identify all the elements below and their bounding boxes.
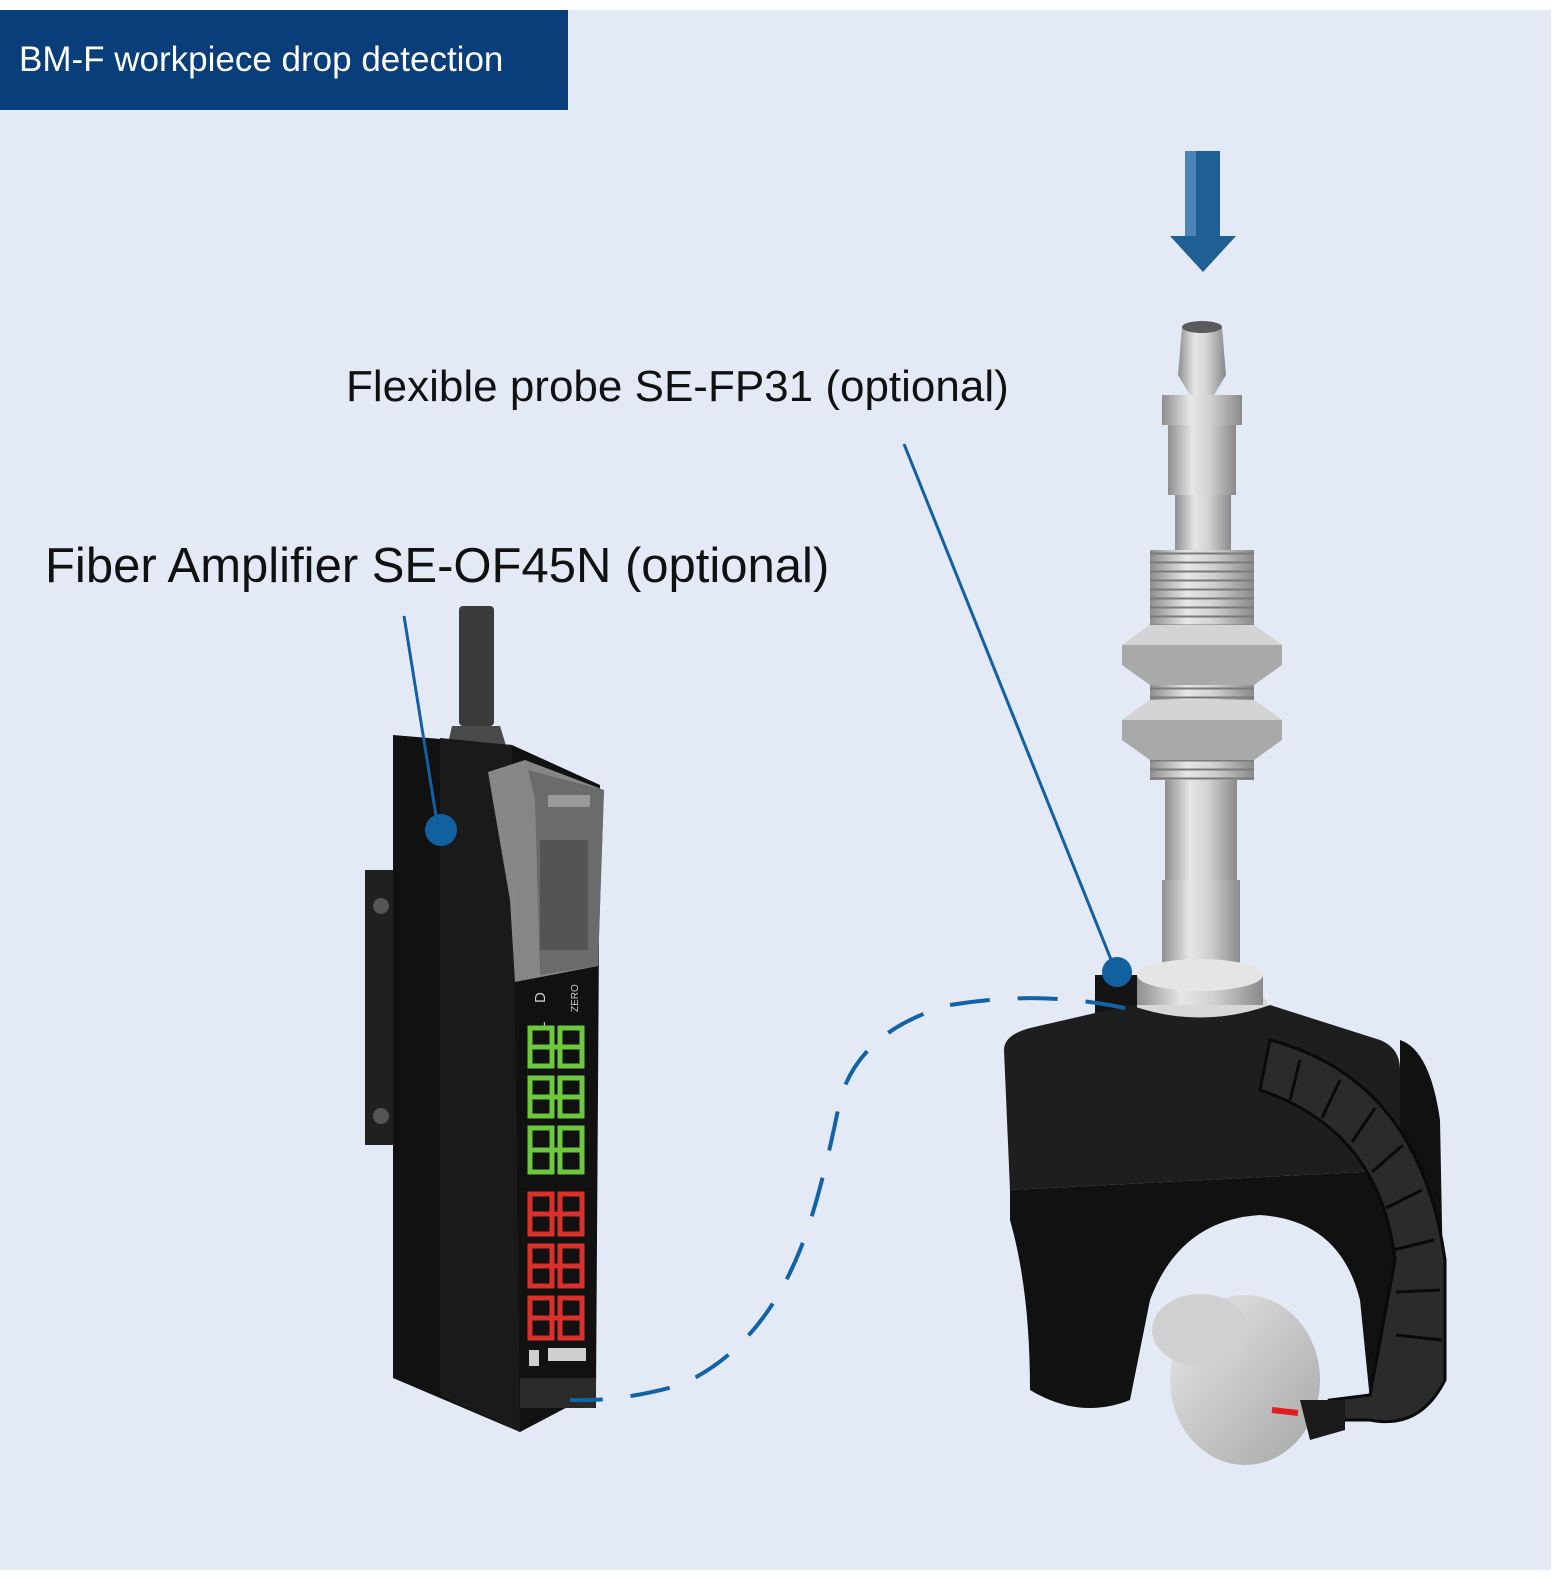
zero-button-label: ZERO xyxy=(570,984,581,1012)
fiber-amplifier: L D ZERO xyxy=(365,606,604,1432)
fiber-cable xyxy=(569,996,1126,1403)
amplifier-cable xyxy=(459,606,494,726)
callout-dot-icon xyxy=(1102,957,1132,987)
diagram-canvas: BM-F workpiece drop detection xyxy=(0,10,1551,1570)
green-display xyxy=(527,1025,585,1175)
amplifier-label: Fiber Amplifier SE-OF45N (optional) xyxy=(45,539,830,593)
title: BM-F workpiece drop detection xyxy=(19,40,504,79)
workpiece-cylinder xyxy=(1152,1294,1320,1465)
product-illustration: L D ZERO xyxy=(365,151,1447,1465)
down-arrow-icon xyxy=(1170,151,1236,272)
transparent-cover xyxy=(488,760,604,982)
title-banner: BM-F workpiece drop detection xyxy=(0,10,568,110)
red-display xyxy=(527,1191,585,1341)
probe-label: Flexible probe SE-FP31 (optional) xyxy=(346,362,1009,411)
indicator-d-label: D xyxy=(532,992,549,1003)
probe-callout xyxy=(902,443,1132,987)
amplifier-callout xyxy=(402,615,457,846)
callout-dot-icon xyxy=(425,814,457,846)
probe-holder xyxy=(1004,975,1447,1465)
probe-assembly xyxy=(1122,321,1282,1027)
